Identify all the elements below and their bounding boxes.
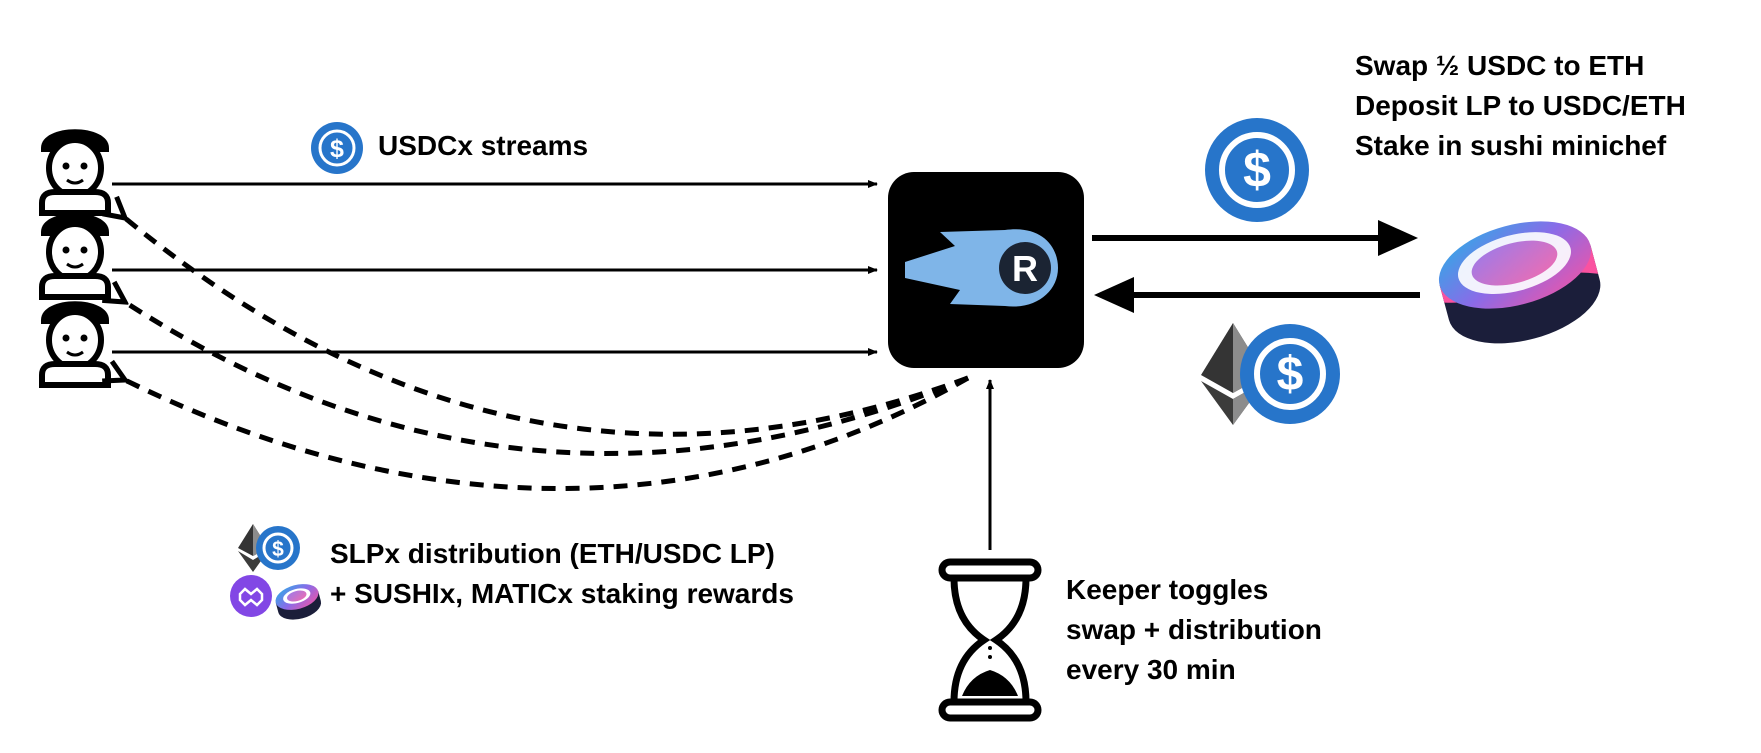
ricochet-logo-icon: R [888,172,1084,368]
distribution-arrow [125,302,969,456]
swap-in-arrowhead [1094,277,1134,313]
hourglass-icon [938,558,1042,722]
distribution-arrow [125,218,969,437]
polygon-icon [230,575,272,617]
eth-usdc-pair-icon: $ [238,524,300,572]
svg-text:$: $ [1243,142,1271,198]
sushi-logo-icon [275,584,322,620]
distribution-arrow [125,378,970,492]
svg-text:R: R [1012,248,1038,289]
usdc-coin-icon: $ [1205,118,1309,222]
keeper-line: Keeper toggles [1066,574,1269,605]
distribution-line: + SUSHIx, MATICx staking rewards [330,578,794,609]
keeper-line: swap + distribution [1066,614,1322,645]
user-icon [39,301,111,388]
sushi-steps-label: Swap ½ USDC to ETH Deposit LP to USDC/ET… [1355,46,1686,166]
usdc-coin-icon: $ [256,526,300,570]
sushi-logo-icon [1438,221,1601,344]
streams-label: USDCx streams [378,130,589,161]
svg-text:$: $ [272,538,284,561]
user-icon [39,129,111,216]
usdc-coin-icon: $ [311,122,363,174]
keeper-label: Keeper toggles swap + distribution every… [1066,570,1322,690]
eth-usdc-pair-icon: $ [1201,323,1340,425]
usdc-coin-icon: $ [1240,324,1340,424]
sushi-step: Swap ½ USDC to ETH [1355,50,1645,81]
users-group [39,129,111,388]
sushi-step: Deposit LP to USDC/ETH [1355,90,1686,121]
distribution-line: SLPx distribution (ETH/USDC LP) [330,538,775,569]
svg-text:$: $ [330,135,344,163]
svg-text:$: $ [1277,348,1304,401]
sushi-step: Stake in sushi minichef [1355,130,1667,161]
keeper-line: every 30 min [1066,654,1236,685]
swap-out-arrowhead [1378,220,1418,256]
distribution-label: SLPx distribution (ETH/USDC LP) + SUSHIx… [330,534,794,614]
user-icon [39,213,111,300]
